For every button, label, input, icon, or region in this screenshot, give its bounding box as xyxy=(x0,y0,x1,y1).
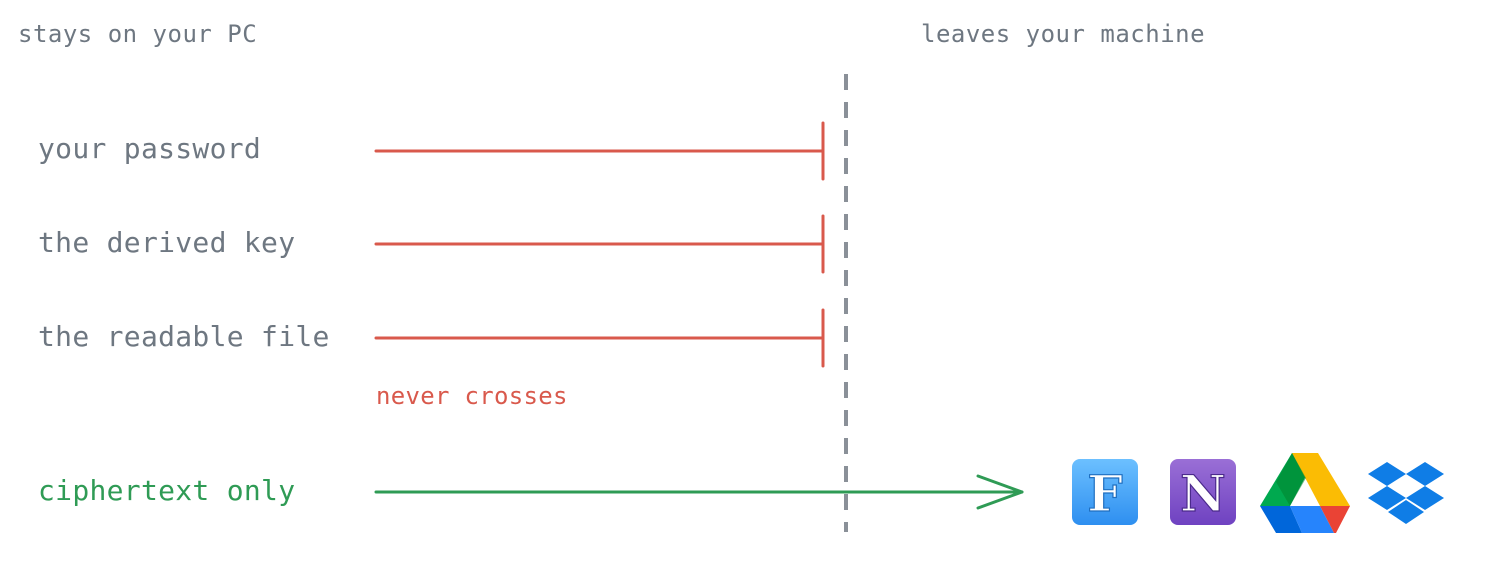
local-side-header: stays on your PC xyxy=(18,20,258,48)
never-crosses-note: never crosses xyxy=(376,382,568,410)
svg-text:N: N xyxy=(1180,464,1226,523)
notion-app-icon: N xyxy=(1170,459,1236,525)
derived-key-label: the derived key xyxy=(38,226,296,259)
ciphertext-arrow xyxy=(374,474,1024,510)
ciphertext-label: ciphertext only xyxy=(38,474,296,507)
blocked-arrow-derived-key xyxy=(374,214,825,274)
password-label: your password xyxy=(38,132,262,165)
remote-side-header: leaves your machine xyxy=(921,20,1206,48)
google-drive-icon xyxy=(1260,453,1350,533)
fastmail-app-icon: F xyxy=(1072,459,1138,525)
blocked-arrow-password xyxy=(374,121,825,181)
svg-text:F: F xyxy=(1087,464,1123,523)
blocked-arrow-readable-file xyxy=(374,308,825,368)
dropbox-icon xyxy=(1368,462,1444,524)
readable-file-label: the readable file xyxy=(38,320,330,353)
